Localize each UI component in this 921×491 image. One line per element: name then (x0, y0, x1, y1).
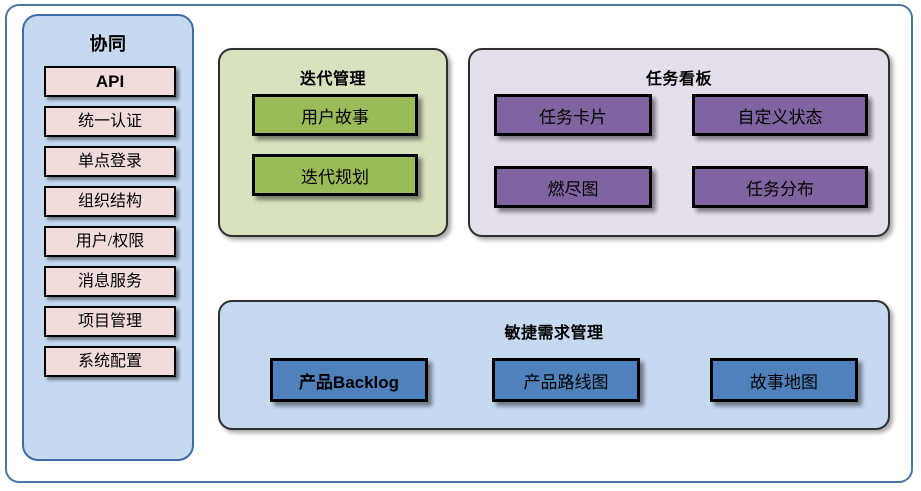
panel-agile-requirement-management-title: 敏捷需求管理 (504, 325, 604, 342)
panel-iteration-management-title: 迭代管理 (299, 71, 366, 88)
taskboard-item-task-card[interactable]: 任务卡片 (494, 94, 652, 136)
sidebar-item-single-sign-on[interactable]: 单点登录 (44, 146, 176, 177)
sidebar-item-system-config[interactable]: 系统配置 (44, 346, 176, 377)
sidebar-item-org-structure[interactable]: 组织结构 (44, 186, 176, 217)
collaboration-service-list: API 统一认证 单点登录 组织结构 用户/权限 消息服务 项目管理 系统配置 (44, 66, 176, 386)
agile-item-story-map[interactable]: 故事地图 (710, 358, 858, 402)
taskboard-item-custom-status[interactable]: 自定义状态 (692, 94, 868, 136)
sidebar-item-project-management[interactable]: 项目管理 (44, 306, 176, 337)
panel-agile-requirement-management[interactable]: 敏捷需求管理 产品Backlog 产品路线图 故事地图 (218, 300, 890, 430)
diagram-outer-frame (5, 4, 913, 483)
panel-collaboration[interactable]: 协同 API 统一认证 单点登录 组织结构 用户/权限 消息服务 项目管理 系统… (22, 14, 194, 461)
panel-task-board[interactable]: 任务看板 任务卡片 自定义状态 燃尽图 任务分布 (468, 48, 890, 237)
taskboard-item-burndown-chart[interactable]: 燃尽图 (494, 166, 652, 208)
taskboard-item-task-distribution[interactable]: 任务分布 (692, 166, 868, 208)
sidebar-item-message-service[interactable]: 消息服务 (44, 266, 176, 297)
panel-task-board-title: 任务看板 (645, 71, 712, 88)
agile-item-product-roadmap[interactable]: 产品路线图 (492, 358, 640, 402)
sidebar-item-user-permission[interactable]: 用户/权限 (44, 226, 176, 257)
sidebar-item-unified-auth[interactable]: 统一认证 (44, 106, 176, 137)
panel-collaboration-title: 协同 (89, 34, 127, 54)
panel-iteration-management[interactable]: 迭代管理 用户故事 迭代规划 (218, 48, 448, 237)
iteration-item-user-story[interactable]: 用户故事 (252, 94, 418, 136)
sidebar-item-api[interactable]: API (44, 66, 176, 97)
iteration-item-iteration-planning[interactable]: 迭代规划 (252, 154, 418, 196)
agile-item-product-backlog[interactable]: 产品Backlog (270, 358, 428, 402)
